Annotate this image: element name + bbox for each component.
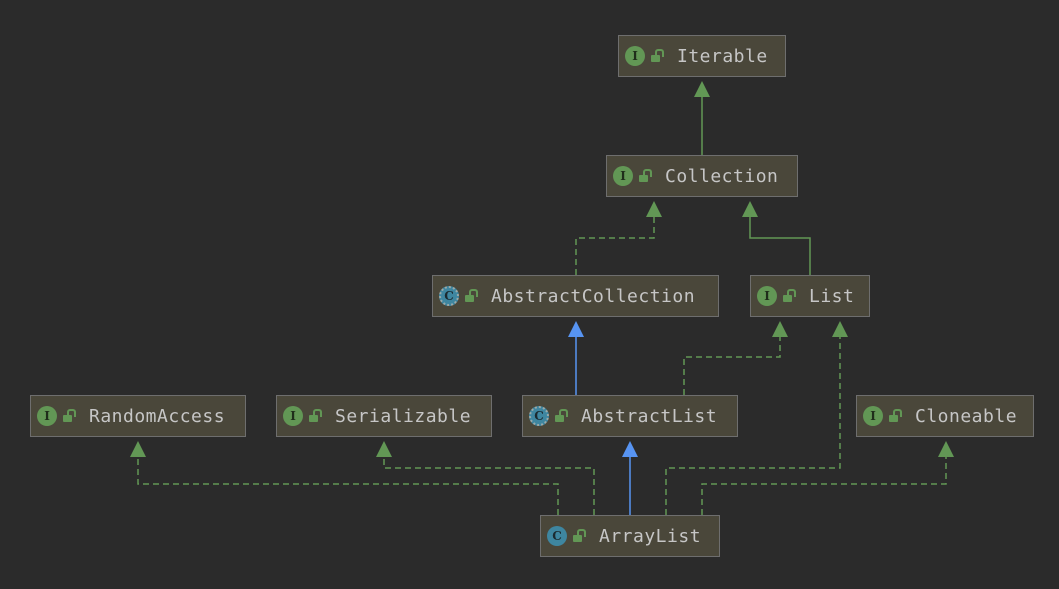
interface-icon: I bbox=[625, 46, 645, 66]
node-label: ArrayList bbox=[599, 525, 702, 547]
node-label: Cloneable bbox=[915, 405, 1018, 427]
abstract-class-icon: C bbox=[529, 406, 549, 426]
interface-icon: I bbox=[613, 166, 633, 186]
node-label: AbstractCollection bbox=[491, 285, 696, 307]
public-lock-icon bbox=[781, 288, 797, 304]
edge-arraylist-implements-cloneable bbox=[701, 441, 954, 515]
node-label: Serializable bbox=[335, 405, 472, 427]
node-label: Collection bbox=[665, 165, 779, 187]
public-lock-icon bbox=[649, 48, 665, 64]
interface-icon: I bbox=[37, 406, 57, 426]
edge-arraylist-implements-serializable bbox=[376, 441, 595, 515]
node-serializable[interactable]: I Serializable bbox=[276, 395, 492, 437]
node-abstract-list[interactable]: C AbstractList bbox=[522, 395, 738, 437]
edge-abstractlist-extends-abstractcollection bbox=[568, 321, 584, 395]
node-collection[interactable]: I Collection bbox=[606, 155, 798, 197]
node-list[interactable]: I List bbox=[750, 275, 870, 317]
node-abstract-collection[interactable]: C AbstractCollection bbox=[432, 275, 719, 317]
edge-collection-extends-iterable bbox=[694, 81, 710, 155]
interface-icon: I bbox=[863, 406, 883, 426]
edge-arraylist-implements-list bbox=[665, 321, 848, 515]
node-array-list[interactable]: C ArrayList bbox=[540, 515, 720, 557]
edge-list-extends-collection bbox=[742, 201, 811, 275]
node-cloneable[interactable]: I Cloneable bbox=[856, 395, 1034, 437]
node-random-access[interactable]: I RandomAccess bbox=[30, 395, 246, 437]
public-lock-icon bbox=[307, 408, 323, 424]
edge-arraylist-implements-randomaccess bbox=[130, 441, 559, 515]
public-lock-icon bbox=[637, 168, 653, 184]
node-label: RandomAccess bbox=[89, 405, 226, 427]
node-label: List bbox=[809, 285, 855, 307]
edge-abstractlist-implements-list bbox=[683, 321, 788, 395]
interface-icon: I bbox=[283, 406, 303, 426]
public-lock-icon bbox=[553, 408, 569, 424]
node-label: AbstractList bbox=[581, 405, 718, 427]
public-lock-icon bbox=[887, 408, 903, 424]
public-lock-icon bbox=[571, 528, 587, 544]
edge-abstractcollection-implements-collection bbox=[575, 201, 662, 275]
interface-icon: I bbox=[757, 286, 777, 306]
public-lock-icon bbox=[463, 288, 479, 304]
edge-arraylist-extends-abstractlist bbox=[622, 441, 638, 515]
class-icon: C bbox=[547, 526, 567, 546]
node-iterable[interactable]: I Iterable bbox=[618, 35, 786, 77]
node-label: Iterable bbox=[677, 45, 768, 67]
abstract-class-icon: C bbox=[439, 286, 459, 306]
public-lock-icon bbox=[61, 408, 77, 424]
